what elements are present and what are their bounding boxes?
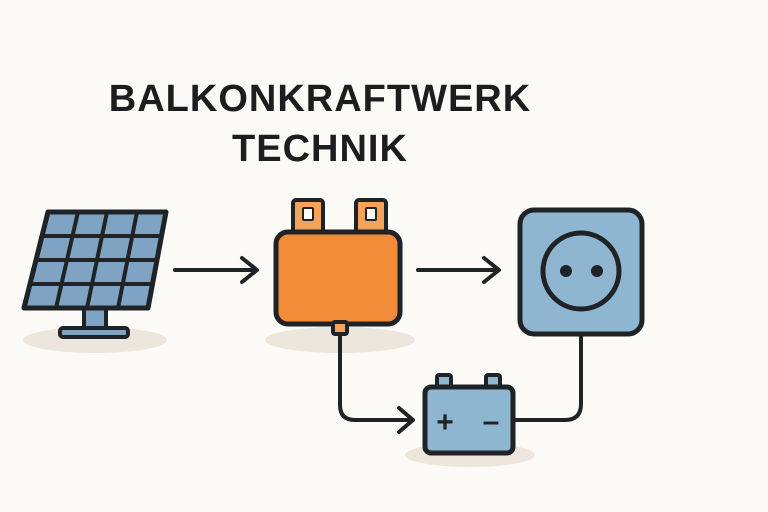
battery-icon: + – [422,373,516,456]
title-line-2: TECHNIK [232,128,408,170]
solar-panel-icon [21,209,169,339]
inverter-icon [273,198,403,336]
power-socket-icon [517,207,645,337]
battery-minus-sign: – [483,405,500,438]
battery-plus-sign: + [436,406,454,439]
title-line-1: BALKONKRAFTWERK [108,78,532,120]
arrow-inverter-to-socket [416,256,501,284]
arrow-solar-to-inverter [173,256,259,284]
cable-battery-to-socket [510,332,583,422]
cable-inverter-to-battery [338,332,415,434]
